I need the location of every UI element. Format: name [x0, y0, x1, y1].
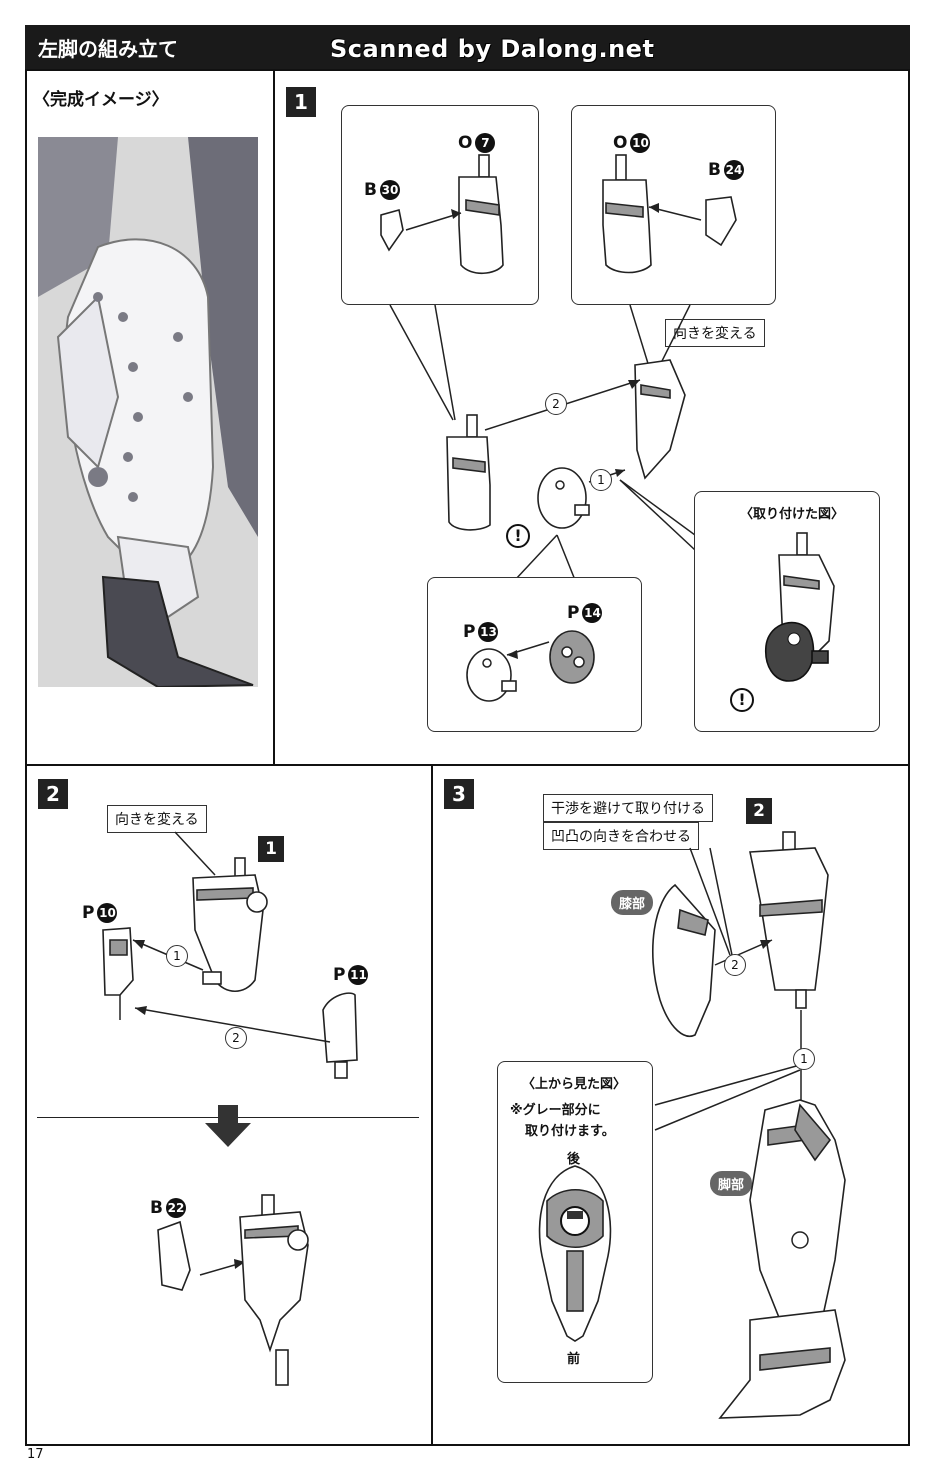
- parts-diagram-p13-p14: [466, 630, 595, 702]
- parts-diagram-o7-b30: [380, 154, 504, 275]
- parts-diagram-o10-b24: [602, 154, 737, 274]
- note-align-recess: 凹凸の向きを合わせる: [543, 822, 699, 850]
- scan-watermark: Scanned by Dalong.net: [330, 35, 655, 63]
- note-avoid-interference: 干渉を避けて取り付ける: [543, 794, 713, 822]
- step3-ref-step: 2: [746, 798, 772, 824]
- step2-number: 2: [38, 779, 68, 809]
- step2-sequence-1: 1: [166, 945, 188, 967]
- step1-sequence-2: 2: [545, 393, 567, 415]
- callout-parts-p13-p14: [427, 577, 642, 732]
- step2-ref-step: 1: [258, 836, 284, 862]
- header-bar: [25, 25, 910, 69]
- step2-result-diagram: [157, 1194, 309, 1386]
- change-direction-label: 向きを変える: [665, 319, 765, 347]
- step1-number: 1: [286, 87, 316, 117]
- panel-step3: [431, 764, 910, 1446]
- warning-icon: !: [506, 524, 530, 548]
- section-title: 左脚の組み立て: [38, 37, 178, 61]
- completed-image-caption: 〈完成イメージ〉: [33, 90, 169, 110]
- callout-parts-o7-b30: [341, 105, 539, 305]
- top-view-note-line2: 取り付けます。: [525, 1124, 615, 1139]
- leg-label: 脚部: [710, 1171, 753, 1196]
- step3-sequence-1: 1: [793, 1048, 815, 1070]
- step2-sequence-2: 2: [225, 1027, 247, 1049]
- top-view-note-line1: ※グレー部分に: [510, 1103, 601, 1118]
- top-view-diagram: [538, 1165, 612, 1342]
- front-label: 前: [567, 1352, 581, 1367]
- step1-sequence-1: 1: [590, 469, 612, 491]
- attached-view-diagram: [764, 532, 835, 682]
- down-arrow-icon: [205, 1105, 251, 1147]
- back-label: 後: [567, 1152, 581, 1167]
- step2-assembly-diagram: [102, 831, 358, 1079]
- attached-view-title: 〈取り付けた図〉: [740, 507, 845, 522]
- step3-number: 3: [444, 779, 474, 809]
- step3-assembly-diagram: [651, 831, 846, 1419]
- page-number: 17: [27, 1447, 44, 1462]
- top-view-title: 〈上から見た図〉: [522, 1077, 627, 1092]
- step2-change-direction-label: 向きを変える: [107, 805, 207, 833]
- completed-leg-photo: [38, 137, 258, 689]
- knee-label: 膝部: [611, 890, 654, 915]
- step3-sequence-2: 2: [724, 954, 746, 976]
- warning-icon-detail: !: [730, 688, 754, 712]
- step1-assembly-diagram: [389, 304, 695, 581]
